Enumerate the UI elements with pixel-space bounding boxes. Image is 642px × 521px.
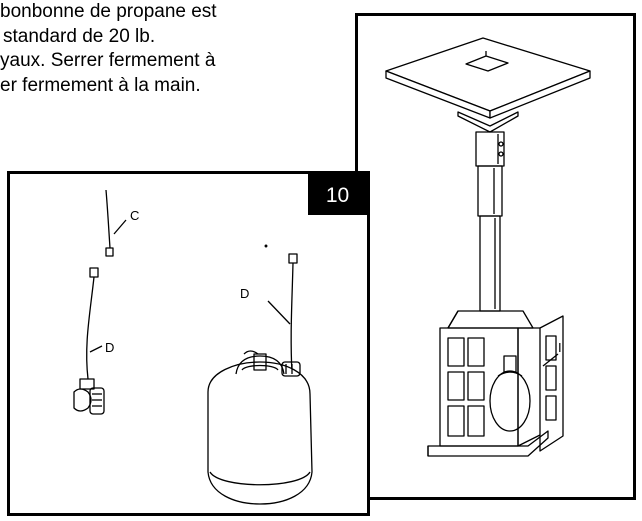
- instruction-line: er fermement à la main.: [0, 74, 201, 96]
- instruction-line: bonbonne de propane est: [0, 1, 217, 22]
- hose-and-tank-illustration: C D D: [73, 189, 313, 505]
- instruction-line: yaux. Serrer fermement à: [0, 50, 216, 71]
- hose-connection-panel: C D D: [7, 171, 370, 516]
- label-hose-c: C: [130, 208, 139, 223]
- patio-heater-illustration: I: [385, 37, 591, 457]
- label-hose-d-tank: D: [240, 286, 249, 301]
- label-door: I: [558, 340, 562, 355]
- step-number-badge: 10: [308, 174, 367, 215]
- instruction-line: standard de 20 lb.: [3, 25, 156, 47]
- heater-assembly-panel: I: [355, 13, 636, 500]
- label-hose-d-left: D: [105, 340, 114, 355]
- instruction-text: bonbonne de propane est standard de 20 l…: [0, 0, 330, 98]
